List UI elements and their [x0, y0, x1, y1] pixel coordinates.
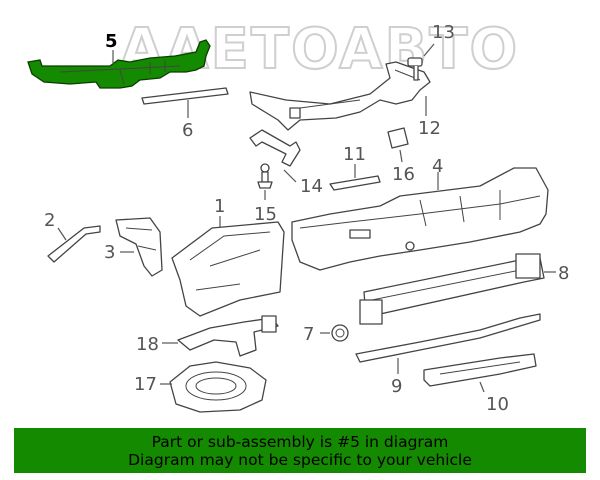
part-4-bumper-fascia[interactable]	[291, 167, 549, 271]
callout-2: 2	[44, 210, 55, 231]
callout-10: 10	[486, 394, 509, 415]
info-banner: Part or sub-assembly is #5 in diagram Di…	[14, 428, 586, 473]
part-9-lower-strip[interactable]	[355, 313, 541, 363]
callout-15: 15	[254, 204, 277, 225]
callout-8: 8	[558, 263, 569, 284]
callout-13: 13	[432, 22, 455, 43]
callout-4: 4	[432, 156, 443, 177]
parts-diagram: AAETOABTO 5 6 12 13 16 11 14	[27, 16, 569, 415]
callout-5: 5	[105, 31, 118, 52]
part-10-skid-plate[interactable]	[423, 353, 537, 387]
banner-line-2: Diagram may not be specific to your vehi…	[128, 450, 472, 469]
part-18-bracket[interactable]	[177, 315, 279, 357]
callout-6: 6	[182, 120, 193, 141]
part-14-bracket[interactable]	[249, 129, 301, 167]
part-15-screw[interactable]	[257, 163, 273, 189]
part-11-bracket[interactable]	[329, 175, 381, 191]
callout-16: 16	[392, 164, 415, 185]
part-1-bracket[interactable]	[171, 221, 285, 317]
banner-line-1: Part or sub-assembly is #5 in diagram	[151, 432, 449, 451]
part-2-strip[interactable]	[47, 225, 101, 263]
part-7-plug[interactable]	[331, 324, 349, 342]
callout-9: 9	[391, 376, 402, 397]
callout-1: 1	[214, 196, 225, 217]
part-13-bolt[interactable]	[407, 57, 423, 81]
part-3-bracket[interactable]	[115, 217, 163, 277]
callout-14: 14	[300, 176, 323, 197]
callout-18: 18	[136, 334, 159, 355]
callout-3: 3	[104, 242, 115, 263]
part-17-exhaust-tip[interactable]	[169, 361, 267, 413]
part-8-reinforcement[interactable]	[359, 253, 545, 325]
callout-7: 7	[303, 324, 314, 345]
part-16-clip[interactable]	[387, 127, 409, 149]
callout-12: 12	[418, 118, 441, 139]
callout-17: 17	[134, 374, 157, 395]
callout-11: 11	[343, 144, 366, 165]
part-6-strip[interactable]	[141, 87, 229, 105]
part-5-bracket[interactable]	[27, 39, 211, 89]
